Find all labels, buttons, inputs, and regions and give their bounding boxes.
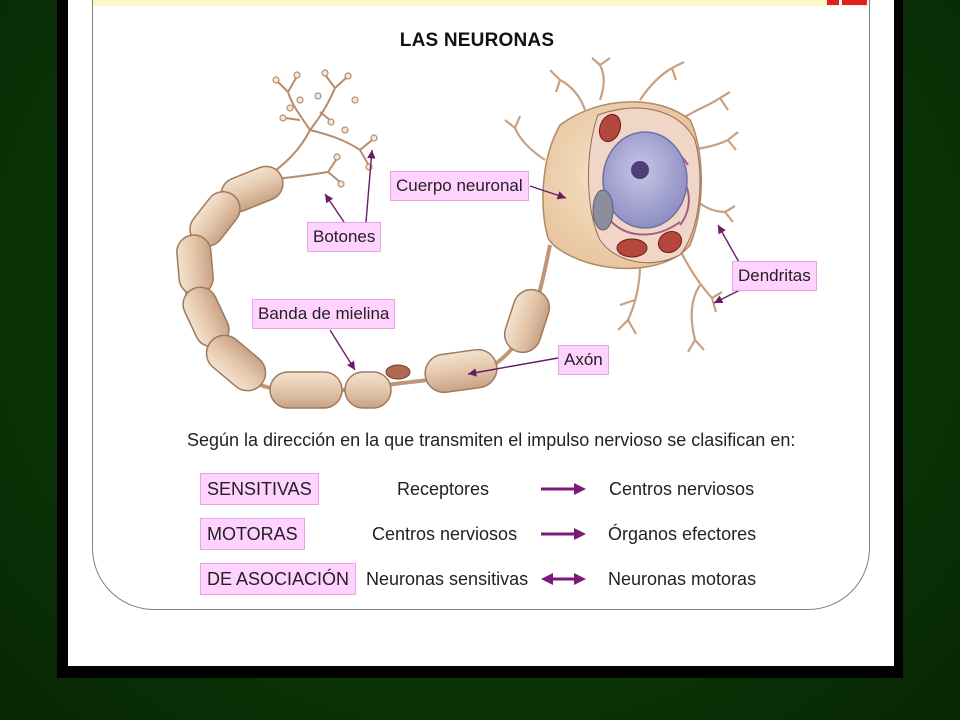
corner-logo-mark [827, 0, 867, 5]
terminal-buttons [261, 75, 373, 183]
label-arrows [324, 149, 741, 377]
type-sensitivas: SENSITIVAS [200, 473, 319, 505]
from-sensitivas: Receptores [397, 479, 490, 499]
classification-intro: Según la dirección en la que transmiten … [187, 430, 796, 450]
label-botones: Botones [307, 222, 382, 252]
from-asociacion: Neuronas sensitivas [366, 569, 529, 589]
type-motoras: MOTORAS [200, 518, 305, 550]
mitochondria [598, 113, 683, 258]
to-motoras: Órganos efectores [608, 524, 757, 544]
nucleolus [631, 161, 649, 179]
myelin-sheath [176, 165, 551, 409]
top-band [93, 0, 869, 6]
content-card [92, 0, 870, 610]
to-sensitivas: Centros nerviosos [609, 479, 755, 499]
golgi [592, 189, 614, 231]
label-banda-mielina: Banda de mielina [252, 299, 396, 329]
from-motoras: Centros nerviosos [372, 524, 518, 544]
label-axon: Axón [558, 345, 609, 375]
schwann-nucleus [385, 364, 411, 380]
dendrites [504, 57, 739, 353]
nucleus [602, 131, 688, 229]
page-title: LAS NEURONAS [399, 30, 555, 51]
terminal-knobs [272, 69, 378, 188]
to-asociacion: Neuronas motoras [608, 569, 757, 589]
label-cuerpo-neuronal: Cuerpo neuronal [390, 171, 529, 201]
type-asociacion: DE ASOCIACIÓN [200, 563, 357, 595]
label-dendritas: Dendritas [732, 261, 817, 291]
